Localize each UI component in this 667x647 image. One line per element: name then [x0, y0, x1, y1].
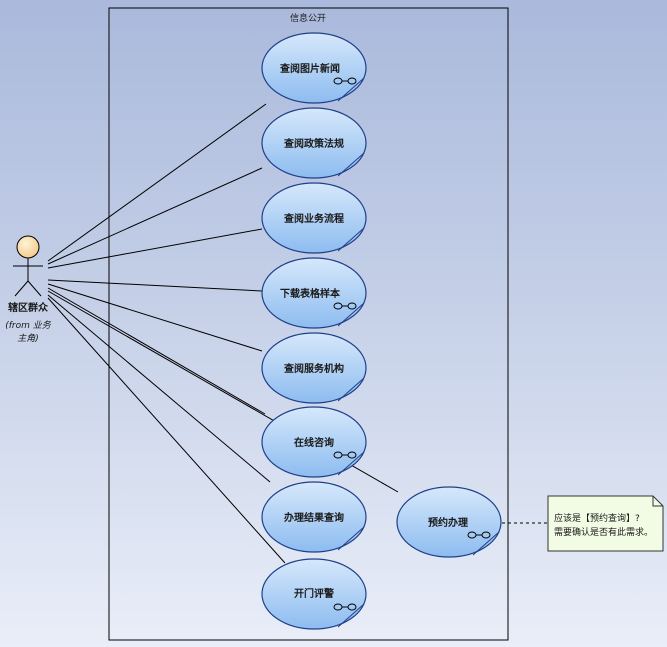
subdiagram-link-icon — [333, 451, 357, 459]
use-case-ellipse — [261, 481, 367, 553]
note-line1: 应该是【预约查询】? — [554, 512, 640, 524]
use-case-label: 查阅服务机构 — [283, 362, 344, 375]
use-case-label: 查阅政策法规 — [283, 137, 344, 150]
system-boundary — [108, 7, 509, 641]
use-case-label: 预约办理 — [428, 516, 468, 529]
actor-resident[interactable]: 辖区群众 (from 业务 主角) — [5, 235, 52, 344]
use-case-ellipse — [261, 107, 367, 179]
use-case-label: 开门评警 — [294, 587, 334, 600]
note[interactable]: 应该是【预约查询】? 需要确认是否有此需求。 — [547, 495, 664, 552]
use-case-ellipse — [261, 406, 367, 478]
note-line2: 需要确认是否有此需求。 — [554, 526, 653, 538]
associations — [47, 103, 399, 564]
use-case-uc8[interactable]: 开门评警 — [261, 558, 367, 630]
association-uc6 — [47, 287, 266, 415]
actor-from-line1: (from 业务 — [5, 320, 52, 331]
actor-name: 辖区群众 — [8, 301, 49, 314]
use-case-uc5[interactable]: 查阅服务机构 — [261, 332, 367, 404]
use-case-ellipse — [261, 182, 367, 254]
use-case-ellipse — [261, 32, 367, 104]
association-uc4 — [47, 279, 263, 292]
use-case-ellipse — [396, 486, 502, 558]
association-uc8 — [47, 297, 286, 564]
use-case-label: 办理结果查询 — [284, 511, 344, 524]
subdiagram-link-icon — [333, 77, 357, 85]
use-case-uc9[interactable]: 预约办理 — [396, 486, 502, 558]
use-case-uc7[interactable]: 办理结果查询 — [261, 481, 367, 553]
use-case-label: 在线咨询 — [294, 436, 334, 449]
association-uc5 — [47, 283, 263, 352]
use-case-uc1[interactable]: 查阅图片新闻 — [261, 32, 367, 104]
subdiagram-link-icon — [333, 302, 357, 310]
use-case-uc3[interactable]: 查阅业务流程 — [261, 182, 367, 254]
boundary-title: 信息公开 — [290, 12, 326, 24]
use-case-ellipse — [261, 332, 367, 404]
subdiagram-link-icon — [333, 603, 357, 611]
association-uc2 — [47, 167, 263, 265]
use-case-label: 查阅业务流程 — [283, 212, 344, 225]
use-case-ellipse — [261, 257, 367, 329]
use-case-uc4[interactable]: 下载表格样本 — [261, 257, 367, 329]
use-case-uc2[interactable]: 查阅政策法规 — [261, 107, 367, 179]
subdiagram-link-icon — [467, 531, 491, 539]
association-uc1 — [47, 103, 267, 262]
use-case-ellipse — [261, 558, 367, 630]
note-body — [547, 495, 664, 552]
use-case-label: 下载表格样本 — [280, 287, 341, 300]
use-case-label: 查阅图片新闻 — [279, 62, 340, 75]
actor-from-line2: 主角) — [17, 333, 39, 344]
association-uc3 — [47, 228, 263, 269]
actor-head — [16, 235, 40, 259]
use-case-uc6[interactable]: 在线咨询 — [261, 406, 367, 478]
association-uc7 — [47, 294, 271, 483]
